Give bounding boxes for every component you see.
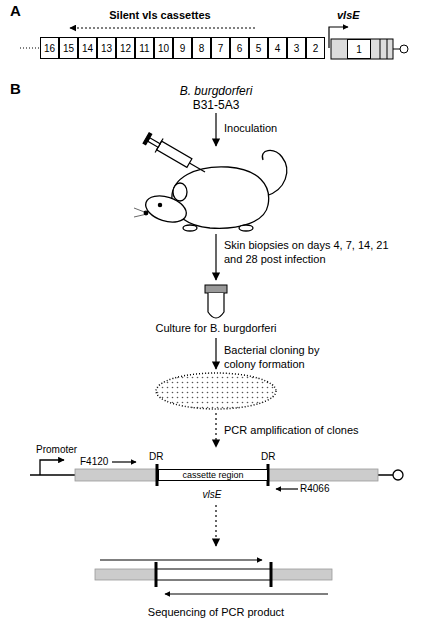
cassette-box: 14 — [78, 37, 97, 59]
flow-arrow — [215, 234, 216, 280]
node-text: cassette region — [182, 470, 243, 481]
step-label: Sequencing of PCR product — [96, 605, 336, 619]
segment-line — [380, 39, 381, 59]
promoter-label: Promoter — [36, 443, 77, 456]
node-text: 13 — [101, 43, 112, 54]
strain-label: B. burgdorferi — [146, 84, 286, 99]
cassette-box: 10 — [154, 37, 173, 59]
mouse-illustration — [134, 151, 287, 231]
flow-arrow — [215, 338, 216, 369]
cassette-box: 3 — [287, 37, 306, 59]
cassette-box: 16 — [40, 37, 59, 59]
node-text: 10 — [158, 43, 169, 54]
step-label: PCR amplification of clones — [224, 423, 359, 437]
pcr-product — [95, 560, 332, 594]
cassette-box: 6 — [230, 37, 249, 59]
cassette-box: 12 — [116, 37, 135, 59]
cassette-box: 11 — [135, 37, 154, 59]
node-text: 11 — [139, 43, 149, 54]
cassette-box: 9 — [173, 37, 192, 59]
direction-arrow — [70, 28, 255, 29]
node-text: 5 — [256, 43, 262, 54]
segment-line — [387, 39, 388, 59]
vlse-gene — [331, 39, 393, 59]
primer-label: F4120 — [80, 455, 108, 468]
culture-tube — [205, 285, 227, 318]
primer-label: R4066 — [300, 482, 329, 495]
node-text: 6 — [237, 43, 243, 54]
node-text: 15 — [63, 43, 74, 54]
colony-plate — [156, 373, 276, 409]
cassette-box: 13 — [97, 37, 116, 59]
node-text: 4 — [275, 43, 281, 54]
gene-label: vlsE — [337, 8, 360, 22]
repeat-label: DR — [261, 450, 275, 463]
cassette-box: 15 — [59, 37, 78, 59]
step-label: Skin biopsies on days 4, 7, 14, 21 and 2… — [224, 238, 409, 266]
cassette-box: 8 — [192, 37, 211, 59]
cassette-box: 7 — [211, 37, 230, 59]
node-text: 1 — [356, 44, 362, 55]
panel-letter: A — [10, 2, 21, 20]
node-text: 3 — [294, 43, 300, 54]
node-text: 8 — [199, 43, 205, 54]
cassette-box: 1 — [347, 39, 371, 59]
gene-label: vlsE — [182, 488, 242, 501]
node-text: 14 — [82, 43, 93, 54]
step-label: Bacterial cloning by colony formation — [224, 343, 334, 371]
plasmid-end — [393, 49, 400, 50]
telomere-loop — [400, 45, 408, 53]
node-text: 16 — [44, 43, 55, 54]
repeat-label: DR — [149, 450, 163, 463]
cassette-box: 4 — [268, 37, 287, 59]
panel-letter: B — [10, 80, 21, 98]
syringe — [142, 131, 209, 179]
flow-arrow — [215, 113, 216, 146]
node-text: 12 — [120, 43, 131, 54]
cassette-box: 5 — [249, 37, 268, 59]
strain-label: B31-5A3 — [146, 98, 286, 113]
cassette-region: cassette region — [158, 469, 268, 481]
node-text: 7 — [218, 43, 224, 54]
region-label: Silent vls cassettes — [80, 8, 240, 22]
cassette-box: 2 — [306, 37, 325, 59]
flow-arrow — [215, 505, 216, 546]
node-text: 2 — [313, 43, 319, 54]
step-label: Inoculation — [224, 121, 277, 135]
node-text: 9 — [180, 43, 186, 54]
dotted-continuation — [20, 47, 40, 48]
step-label: Culture for B. burgdorferi — [106, 321, 326, 335]
flow-arrow — [215, 413, 216, 447]
